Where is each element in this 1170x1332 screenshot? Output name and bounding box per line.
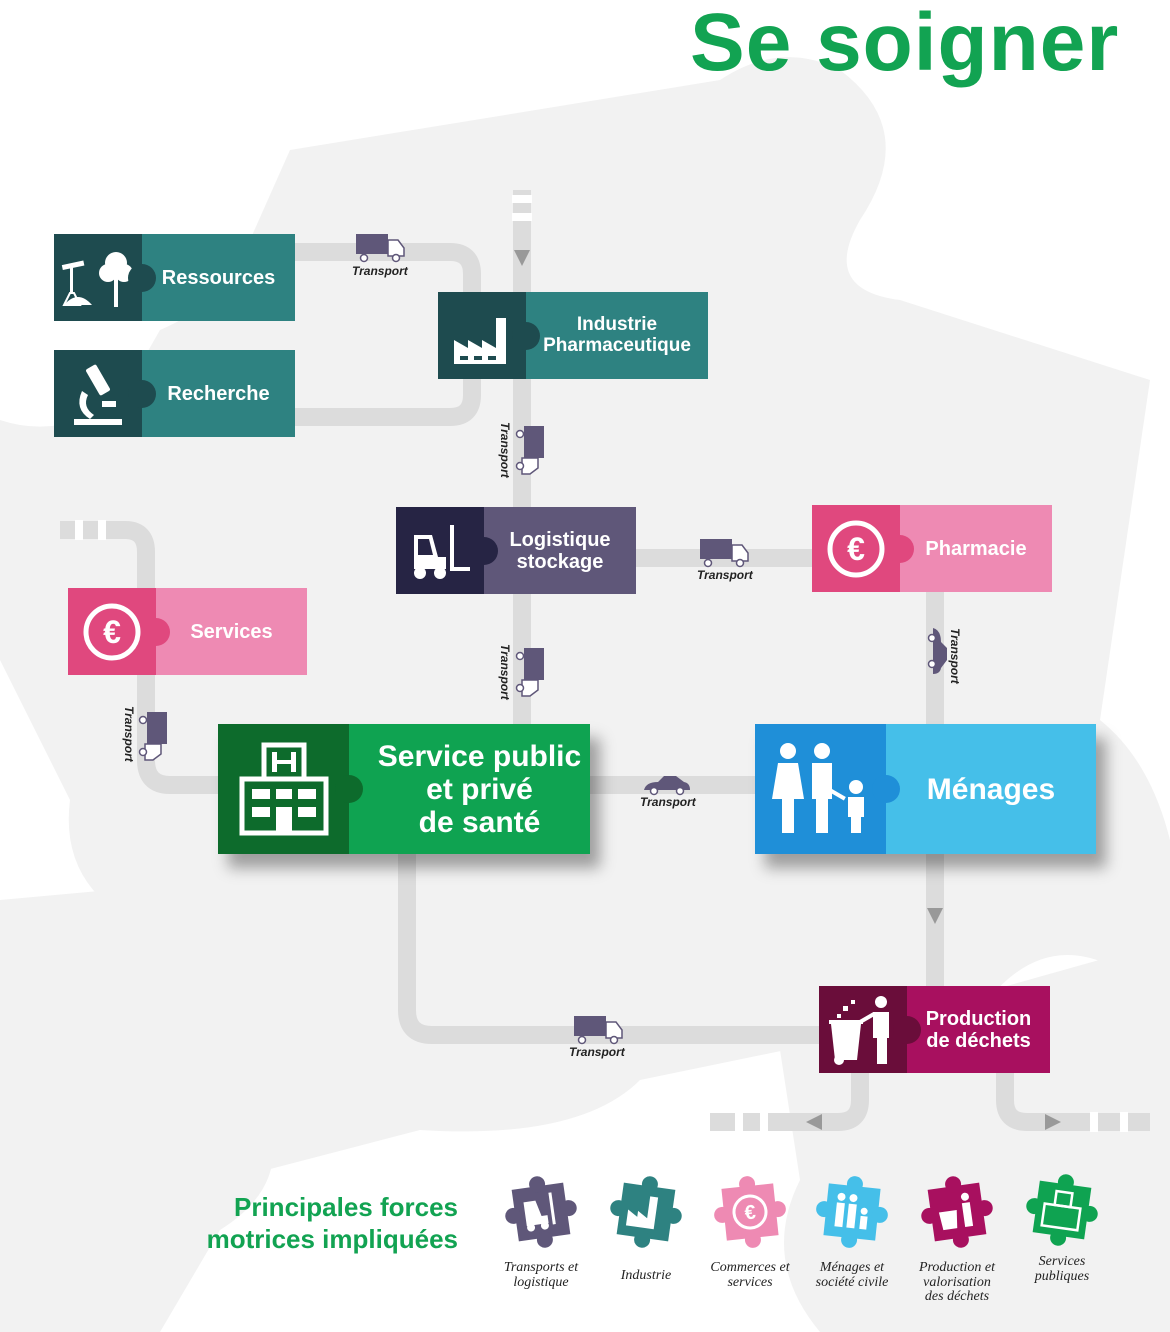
page-title: Se soigner	[690, 0, 1120, 88]
transport-label: Transport	[498, 644, 512, 700]
node-recherche: Recherche	[54, 350, 295, 437]
path-gap	[1120, 1112, 1128, 1132]
legend-item: Services publiques	[1002, 1170, 1122, 1284]
node-label: Ménages	[886, 724, 1096, 854]
forklift-icon	[505, 1176, 577, 1248]
legend-label: Services publiques	[1034, 1254, 1090, 1284]
transport-label: Transport	[498, 422, 512, 478]
node-label: Ressources	[142, 234, 295, 321]
node-menages: Ménages	[755, 724, 1096, 854]
legend-item: Production et valorisation des déchets	[897, 1172, 1017, 1305]
truck-icon	[700, 539, 749, 568]
legend-label: Ménages et société civile	[815, 1260, 889, 1290]
truck-icon	[515, 648, 544, 697]
transport-label: Transport	[948, 628, 962, 684]
node-pharmacie: € Pharmacie	[812, 505, 1052, 592]
node-logistique: Logistique stockage	[396, 507, 636, 594]
node-industrie: Industrie Pharmaceutique	[438, 292, 708, 379]
hospital-icon	[1026, 1174, 1098, 1246]
path-gap	[1090, 1112, 1098, 1132]
truck-icon	[356, 234, 405, 263]
legend-item: Industrie	[586, 1172, 706, 1284]
microscope-icon	[54, 350, 156, 437]
transport-label: Transport	[352, 264, 408, 278]
legend-label: Industrie	[620, 1268, 672, 1283]
legend-label: Commerces et services	[710, 1260, 790, 1290]
euro-icon: €	[812, 505, 914, 592]
path-gap	[760, 1112, 768, 1132]
arrow-down-icon	[927, 908, 943, 924]
path-gap	[512, 195, 532, 203]
legend-label: Transports et logistique	[503, 1260, 579, 1290]
path-gap	[98, 520, 106, 540]
transport-label: Transport	[697, 568, 753, 582]
arrow-left-icon	[806, 1114, 822, 1130]
node-sante: Service public et privé de santé	[218, 724, 590, 854]
euro-icon: €	[714, 1176, 786, 1248]
truck-icon	[515, 426, 544, 475]
legend-item: € Commerces et services	[690, 1172, 810, 1290]
transport-label: Transport	[569, 1045, 625, 1059]
legend-label: Production et valorisation des déchets	[918, 1260, 996, 1305]
node-label: Production de déchets	[907, 986, 1050, 1073]
hospital-icon	[218, 724, 363, 854]
arrow-right-icon	[1045, 1114, 1061, 1130]
legend-item: Transports et logistique	[481, 1172, 601, 1290]
arrow-down-icon	[514, 250, 530, 266]
path-gap	[512, 213, 532, 221]
svg-text:€: €	[743, 1201, 756, 1224]
car-icon	[927, 628, 947, 674]
node-services: € Services	[68, 588, 307, 675]
transport-label: Transport	[640, 795, 696, 809]
svg-text:€: €	[847, 531, 865, 567]
truck-icon	[138, 712, 167, 761]
factory-icon	[438, 292, 540, 379]
legend-item: Ménages et société civile	[792, 1172, 912, 1290]
factory-icon	[610, 1176, 682, 1248]
car-icon	[644, 776, 690, 796]
family-icon	[755, 724, 900, 854]
node-label: Pharmacie	[900, 505, 1052, 592]
node-ressources: Ressources	[54, 234, 295, 321]
node-label: Services	[156, 588, 307, 675]
svg-text:€: €	[103, 614, 121, 650]
waste-icon	[921, 1176, 993, 1248]
node-label: Logistique stockage	[484, 507, 636, 594]
transport-label: Transport	[122, 706, 136, 762]
truck-icon	[574, 1016, 623, 1045]
node-label: Service public et privé de santé	[349, 724, 590, 854]
resources-icon	[54, 234, 156, 321]
path-gap	[735, 1112, 743, 1132]
family-icon	[816, 1176, 888, 1248]
waste-icon	[819, 986, 921, 1073]
node-label: Industrie Pharmaceutique	[526, 292, 708, 379]
forklift-icon	[396, 507, 498, 594]
node-dechets: Production de déchets	[819, 986, 1050, 1073]
node-label: Recherche	[142, 350, 295, 437]
legend-title: Principales forces motrices impliquées	[206, 1192, 458, 1254]
euro-icon: €	[68, 588, 170, 675]
path-gap	[75, 520, 83, 540]
